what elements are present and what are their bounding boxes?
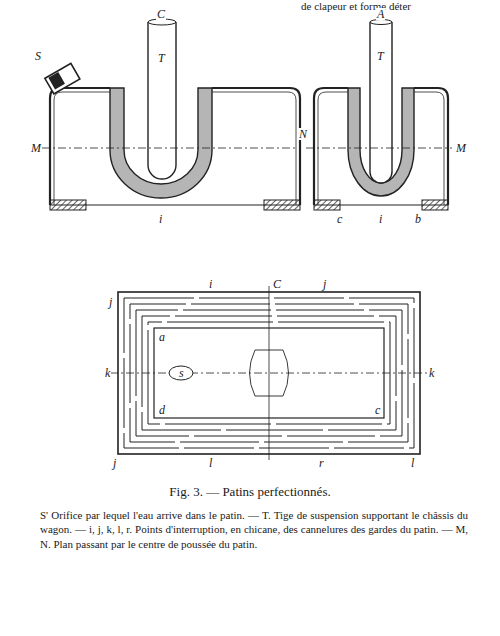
callout-letter: C xyxy=(272,278,282,290)
callout-letter: T xyxy=(157,52,166,64)
callout-letter: d xyxy=(158,404,166,416)
callout-letter: A xyxy=(376,8,385,20)
callout-letter: T xyxy=(376,50,385,62)
callout-letter: j xyxy=(322,278,327,290)
callout-letter: c xyxy=(374,404,381,416)
callout-letter: k xyxy=(104,367,111,379)
callout-letter: i xyxy=(208,278,213,290)
callout-letter: l xyxy=(208,457,213,469)
callout-letter: l xyxy=(410,457,415,469)
callout-letter: j xyxy=(112,457,117,469)
figure-caption: Fig. 3. — Patins perfectionnés. xyxy=(0,484,500,500)
callout-letter: a xyxy=(158,331,166,343)
callout-letter: i xyxy=(378,213,383,225)
callout-letter: C xyxy=(156,8,166,20)
callout-letter: c xyxy=(336,213,343,225)
callout-letter: r xyxy=(318,457,325,469)
page-fragment: de clapeur et forme déter xyxy=(300,1,412,12)
callout-letter: N xyxy=(298,128,308,140)
legend-text: S' Orifice par lequel l'eau arrive dans … xyxy=(40,508,468,551)
callout-letter: k xyxy=(428,367,435,379)
callout-letter: s xyxy=(178,367,185,379)
callout-letter: j xyxy=(108,296,113,308)
callout-letter: b xyxy=(414,213,422,225)
callout-letter: M xyxy=(30,142,42,154)
callout-letter: S xyxy=(34,50,42,62)
callout-letter: M xyxy=(455,142,467,154)
callout-letter: i xyxy=(158,213,163,225)
